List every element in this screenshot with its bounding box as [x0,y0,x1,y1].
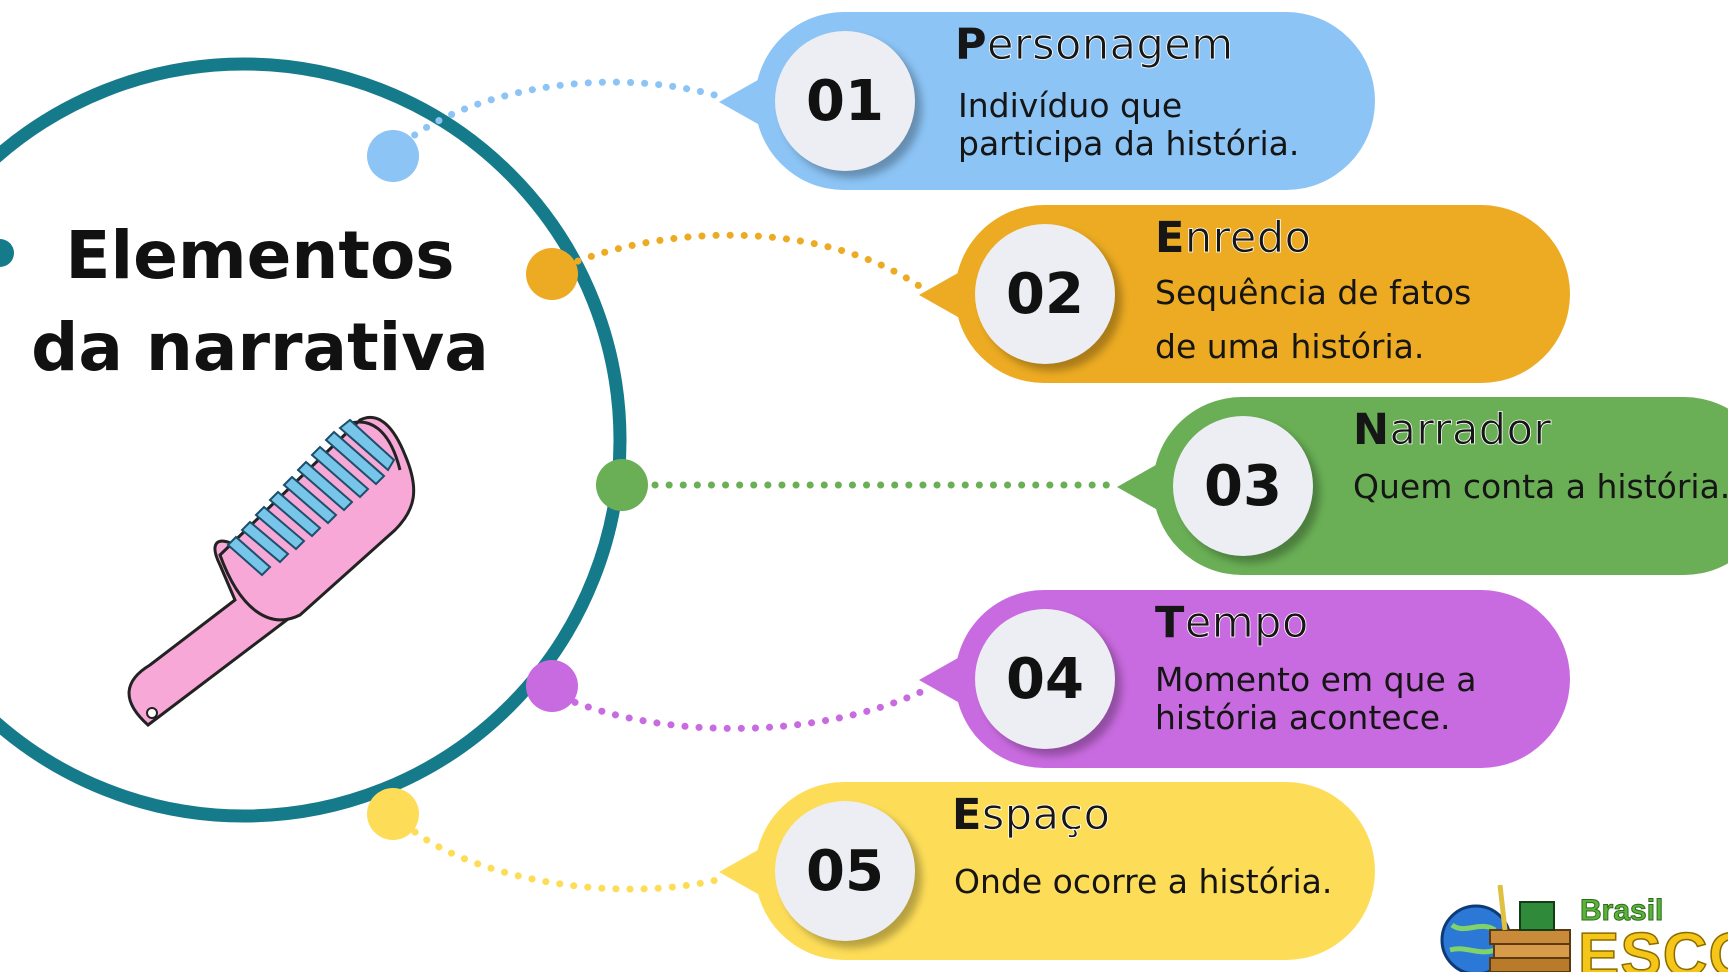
connector-4 [558,686,929,732]
ring-dot-2 [526,248,578,300]
connector-1 [389,78,729,157]
main-title-line1: Elementos [65,217,455,294]
brand-logo: Brasil ESCOLA [1440,880,1728,972]
globe-books-icon [1440,884,1571,972]
item-number-badge: 04 [975,609,1115,749]
item-desc-line1: Indivíduo que [958,86,1183,125]
item-espaco: 05 Espaço Onde ocorre a história. [719,782,1375,960]
item-number-badge: 02 [975,224,1115,364]
item-desc-line2: de uma história. [1155,327,1425,366]
comb-icon [127,416,416,727]
item-narrador: 03 Narrador Quem conta a história. [1117,397,1728,575]
item-desc-line1: Onde ocorre a história. [954,862,1333,901]
item-title: Tempo [1155,598,1309,649]
item-desc-line2: história acontece. [1155,698,1451,737]
logo-line1: Brasil [1579,894,1664,928]
item-tempo: 04 Tempo Momento em que a história acont… [919,590,1570,768]
item-desc-line1: Quem conta a história. [1353,467,1728,506]
item-title: Espaço [952,790,1111,841]
ring-dot-5 [367,788,419,840]
item-personagem: 01 Personagem Indivíduo que participa da… [719,12,1375,190]
connector-5 [411,828,729,893]
item-title: Personagem [955,20,1234,71]
item-desc-line2: participa da história. [958,124,1300,163]
ring-dot-left [0,239,14,267]
connector-2 [548,231,929,294]
item-desc-line1: Sequência de fatos [1155,273,1472,312]
ring-dot-1 [367,130,419,182]
main-title-line2: da narrativa [31,309,489,386]
ring-dot-3 [596,459,648,511]
item-number-badge: 05 [775,801,915,941]
item-title: Enredo [1155,213,1312,264]
logo-line2: ESCOLA [1577,920,1728,972]
item-title: Narrador [1353,405,1552,456]
item-number-badge: 03 [1173,416,1313,556]
item-number-badge: 01 [775,31,915,171]
main-title: Elementos da narrativa [30,210,490,394]
item-enredo: 02 Enredo Sequência de fatos de uma hist… [919,205,1570,383]
ring-dot-4 [526,660,578,712]
main-ring [0,57,627,823]
item-desc-line1: Momento em que a [1155,660,1477,699]
